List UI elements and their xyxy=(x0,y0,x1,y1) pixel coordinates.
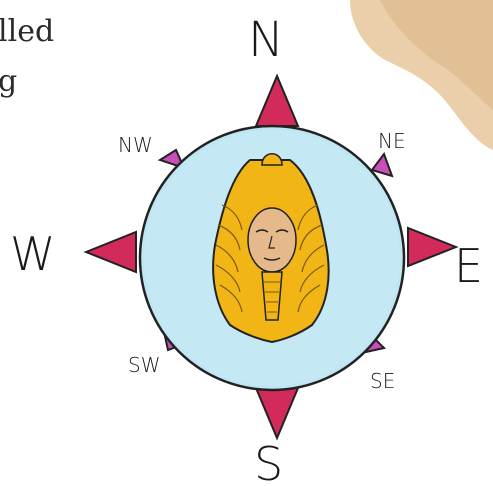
label-northwest: NW xyxy=(118,133,153,157)
label-southeast: SE xyxy=(370,369,395,393)
label-northeast: NE xyxy=(378,129,406,153)
south-point xyxy=(256,388,298,438)
north-point xyxy=(256,76,298,126)
label-southwest: SW xyxy=(128,353,160,377)
label-west: W xyxy=(10,227,55,281)
label-south: S xyxy=(254,437,283,486)
label-north: N xyxy=(248,12,284,68)
label-east: E xyxy=(454,239,483,293)
west-point xyxy=(86,232,136,272)
east-point xyxy=(408,228,456,266)
